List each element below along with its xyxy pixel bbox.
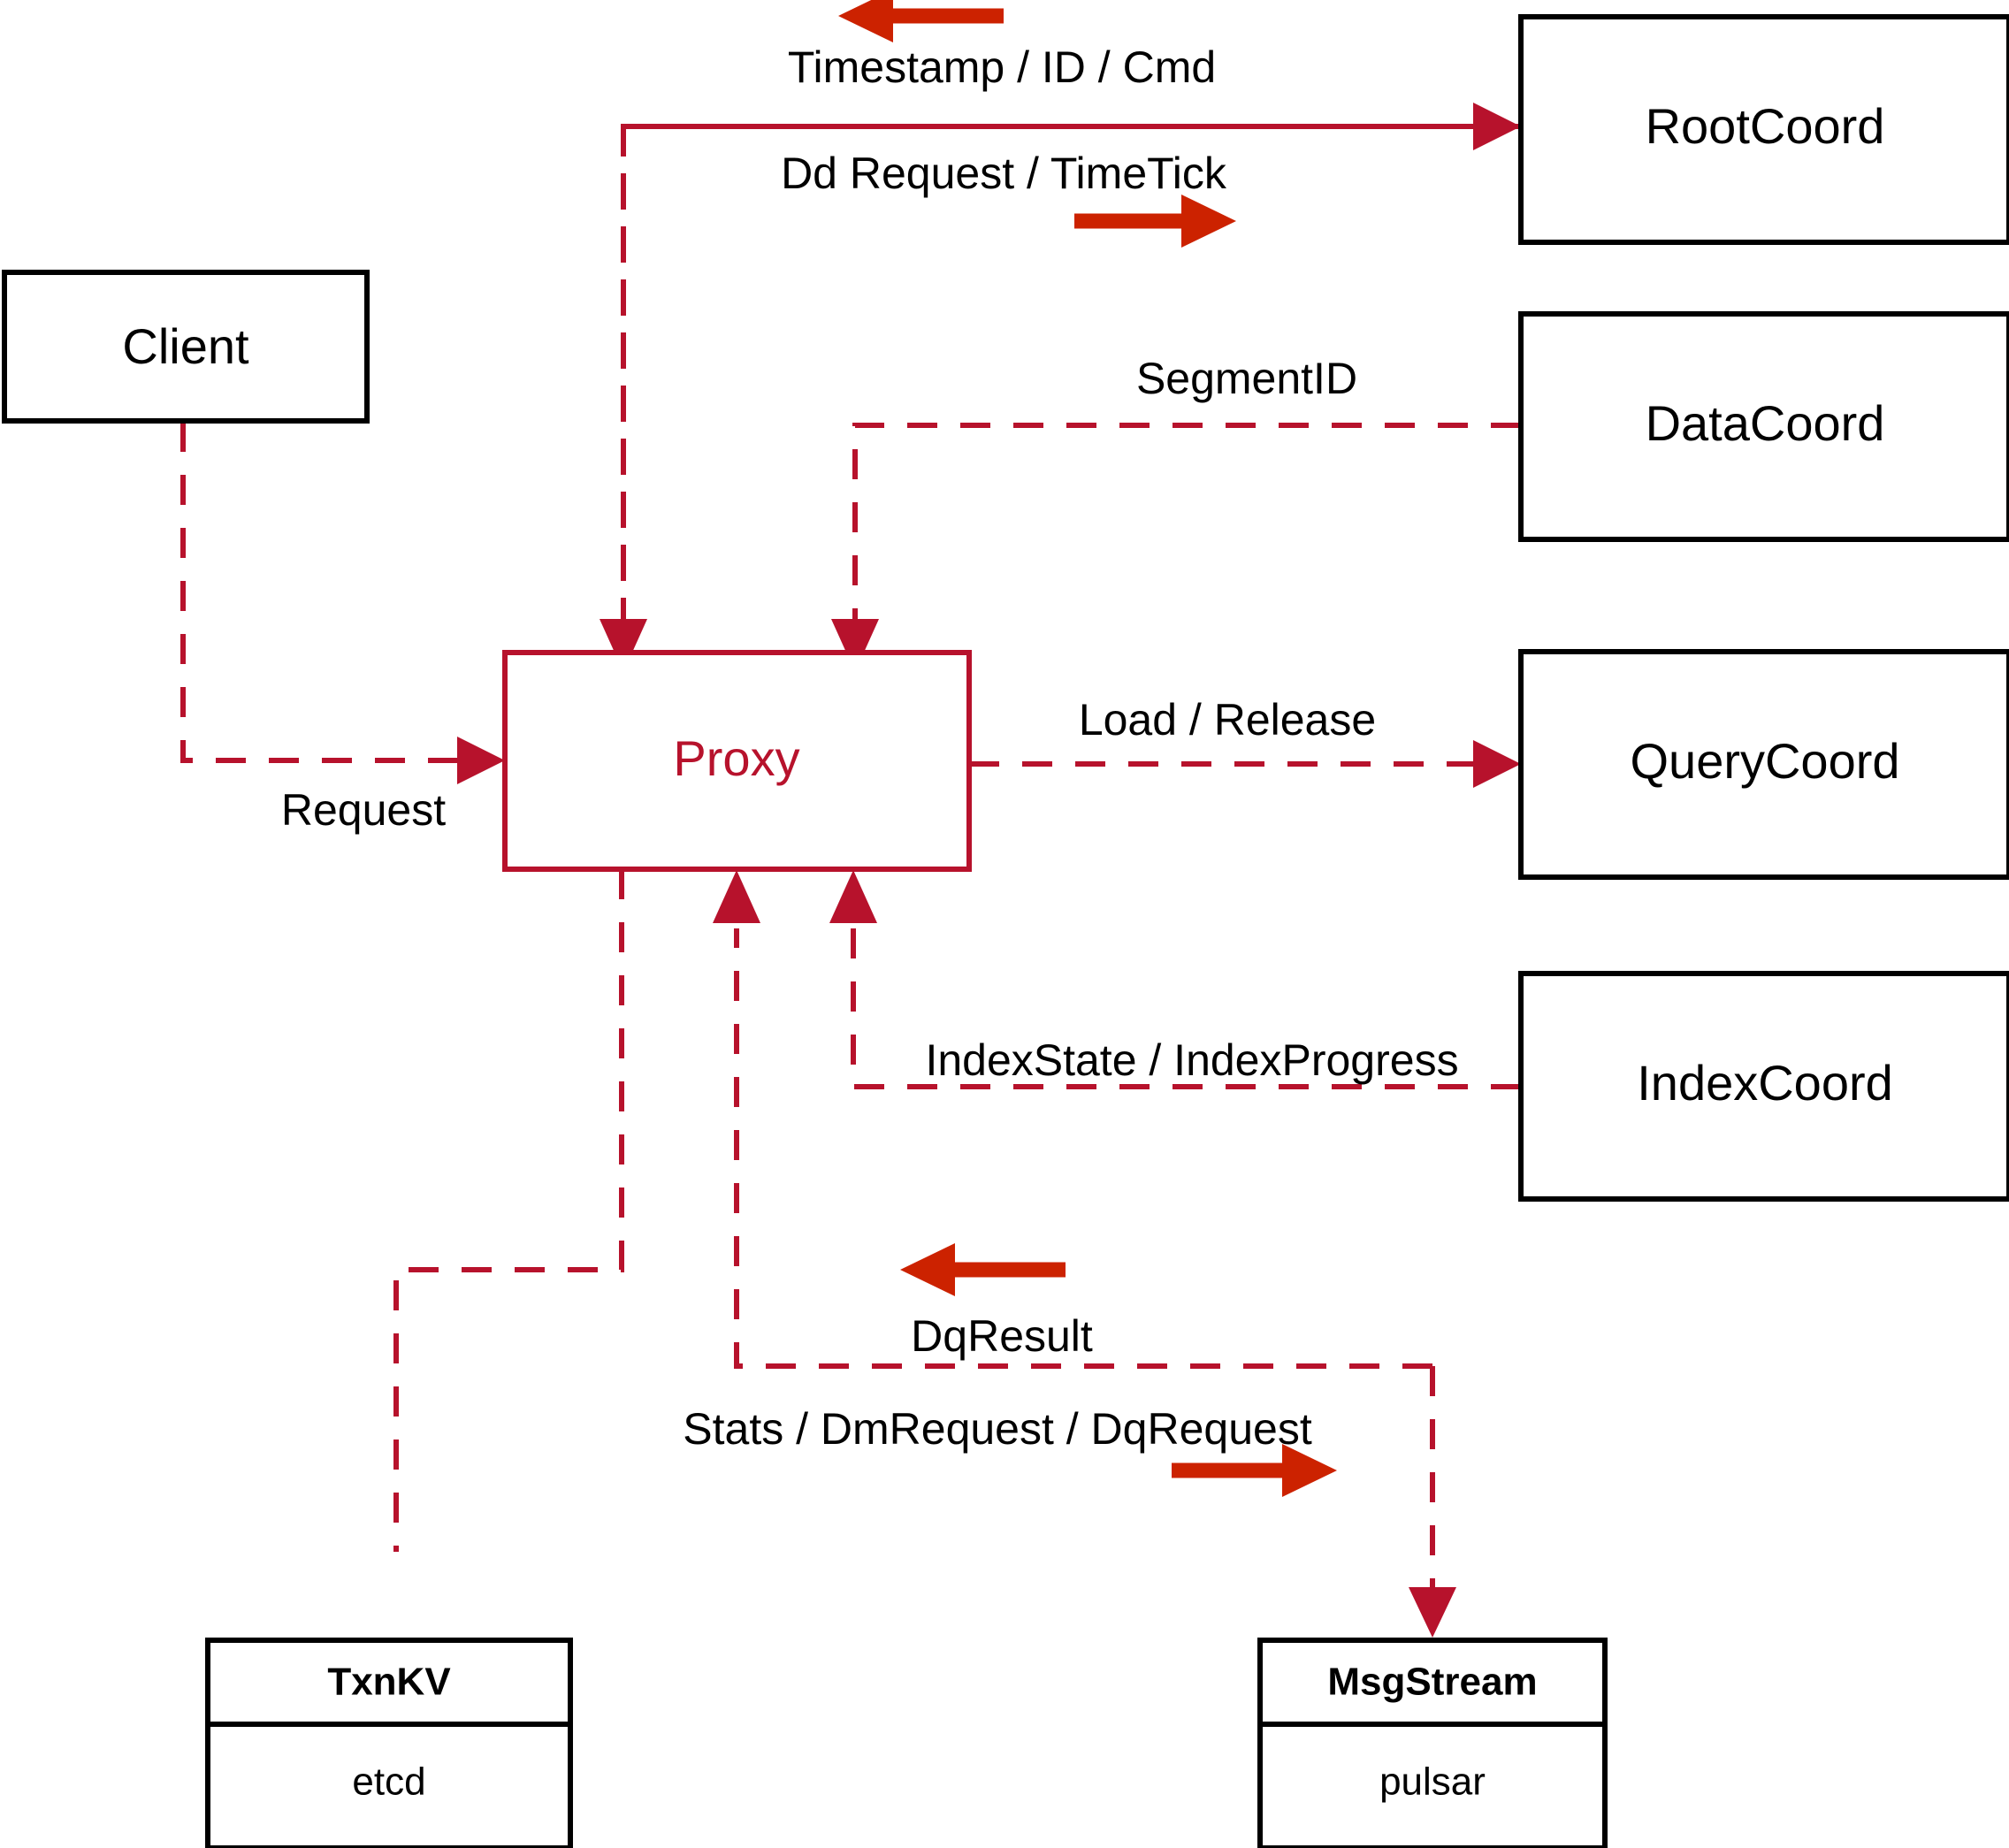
edge-dd-request-timetick <box>623 103 1521 150</box>
node-txnkv-label: TxnKV <box>327 1661 451 1704</box>
node-client[interactable]: Client <box>2 270 370 424</box>
edge-label-dd-request-timetick: Dd Request / TimeTick <box>781 149 1227 198</box>
edge-request <box>180 422 505 784</box>
node-msgstream[interactable]: MsgStream pulsar <box>1257 1638 1608 1848</box>
node-txnkv-impl: etcd <box>352 1760 425 1804</box>
node-index-coord[interactable]: IndexCoord <box>1518 971 2009 1202</box>
node-proxy-label: Proxy <box>673 730 799 786</box>
node-txnkv[interactable]: TxnKV etcd <box>205 1638 573 1848</box>
edge-label-segment-id: SegmentID <box>1136 354 1357 403</box>
edge-label-request: Request <box>281 785 446 835</box>
node-query-coord[interactable]: QueryCoord <box>1518 649 2009 880</box>
node-root-coord-label: RootCoord <box>1646 98 1885 154</box>
node-data-coord-label: DataCoord <box>1646 395 1885 451</box>
edge-label-timestamp-id-cmd: Timestamp / ID / Cmd <box>788 42 1216 92</box>
node-msgstream-label: MsgStream <box>1327 1661 1537 1704</box>
edge-label-stats-dm-dq-request: Stats / DmRequest / DqRequest <box>683 1404 1312 1454</box>
direction-arrow-dqrequest <box>1172 1444 1337 1497</box>
direction-arrow-timestamp <box>838 0 1004 42</box>
node-proxy[interactable]: Proxy <box>502 650 972 872</box>
node-query-coord-label: QueryCoord <box>1630 733 1899 789</box>
direction-arrow-dqresult <box>900 1243 1066 1296</box>
edge-index-state-progress <box>829 870 1521 1089</box>
edge-label-dq-result: DqResult <box>911 1311 1093 1361</box>
edge-load-release <box>969 740 1521 788</box>
node-data-coord[interactable]: DataCoord <box>1518 311 2009 542</box>
direction-arrow-ddrequest <box>1074 195 1236 248</box>
node-root-coord[interactable]: RootCoord <box>1518 14 2009 245</box>
edge-stats-dm-dq-request <box>1409 1366 1456 1638</box>
edge-proxy-txnkv <box>393 869 624 1552</box>
node-index-coord-label: IndexCoord <box>1637 1055 1893 1111</box>
edge-label-index-state-progress: IndexState / IndexProgress <box>925 1035 1458 1085</box>
edge-dq-result <box>713 870 1432 1369</box>
node-client-label: Client <box>122 318 249 374</box>
node-msgstream-impl: pulsar <box>1379 1760 1486 1804</box>
edge-label-load-release: Load / Release <box>1079 695 1376 745</box>
edge-segment-id <box>831 423 1521 672</box>
